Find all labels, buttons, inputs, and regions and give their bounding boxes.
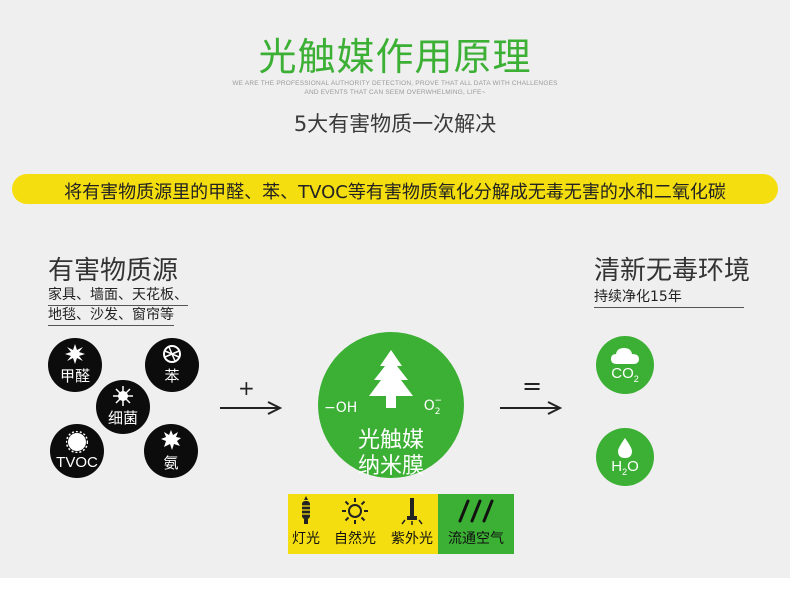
condition-label: 紫外光 <box>391 531 433 547</box>
substance-label: 氨 <box>163 454 179 472</box>
divider <box>594 307 744 308</box>
gear-icon <box>66 431 88 453</box>
english-subtitle-line1: WE ARE THE PROFESSIONAL AUTHORITY DETECT… <box>232 80 558 87</box>
harmful-source-desc-line1: 家具、墙面、天花板、 <box>48 286 188 306</box>
catalyst-line1: 光触媒 <box>357 428 424 453</box>
ball-icon <box>163 345 181 363</box>
substance-label: 苯 <box>164 367 180 385</box>
condition-label: 流通空气 <box>448 531 504 547</box>
superoxide-subscript: 2 <box>434 407 441 417</box>
condition-ultraviolet: 紫外光 <box>386 494 438 554</box>
germ-icon <box>113 386 133 406</box>
uv-lamp-icon <box>401 498 423 525</box>
superoxide-charge: − <box>434 396 442 406</box>
substance-ammonia: 氨 <box>144 424 198 478</box>
catalyst-circle: −OH O2− 光触媒 纳米膜 <box>318 332 464 479</box>
clean-environment-title: 清新无毒环境 <box>594 256 751 286</box>
equals-sign: = <box>522 372 543 400</box>
formula-main: CO <box>611 364 634 382</box>
arrow-right-icon <box>220 401 283 415</box>
clean-environment-desc: 持续净化15年 <box>594 289 682 305</box>
summary-banner-text: 将有害物质源里的甲醛、苯、TVOC等有害物质氧化分解成无毒无害的水和二氧化碳 <box>64 182 726 203</box>
sun-icon <box>342 498 368 524</box>
english-subtitle-line2: AND EVENTS THAT CAN SEEM OVERWHELMING, L… <box>304 89 486 96</box>
condition-label: 自然光 <box>334 531 376 547</box>
substance-formaldehyde: 甲醛 <box>48 338 102 392</box>
condition-sunlight: 自然光 <box>324 494 386 554</box>
substance-label: 甲醛 <box>59 367 90 385</box>
formula-tail: O <box>627 457 639 475</box>
superoxide-label: O2− <box>423 396 448 417</box>
droplet-icon <box>618 437 632 458</box>
product-formula: H2O <box>611 458 639 477</box>
harmful-source-desc-line2: 地毯、沙发、窗帘等 <box>48 306 174 326</box>
formula-main: H <box>611 457 623 475</box>
product-h2o: H2O <box>596 428 654 486</box>
arrow-right-icon <box>500 401 563 415</box>
condition-label: 灯光 <box>292 531 320 547</box>
english-subtitle: WE ARE THE PROFESSIONAL AUTHORITY DETECT… <box>195 79 595 97</box>
plus-sign: + <box>238 376 255 400</box>
harmful-source-desc: 家具、墙面、天花板、 地毯、沙发、窗帘等 <box>48 286 188 326</box>
substance-benzene: 苯 <box>145 338 199 392</box>
summary-banner: 将有害物质源里的甲醛、苯、TVOC等有害物质氧化分解成无毒无害的水和二氧化碳 <box>12 174 778 204</box>
substance-label: 细菌 <box>107 409 138 427</box>
formula-subscript: 2 <box>633 373 639 384</box>
bulb-icon <box>302 496 310 524</box>
footer-strip <box>0 578 790 599</box>
catalyst-line2: 纳米膜 <box>357 454 424 479</box>
substance-bacteria: 细菌 <box>96 380 150 434</box>
hydroxyl-label: −OH <box>324 400 358 416</box>
substance-label: TVOC <box>56 454 98 471</box>
condition-airflow: 流通空气 <box>438 494 514 554</box>
page-title: 光触媒作用原理 <box>258 35 532 79</box>
tree-icon <box>369 350 413 408</box>
conditions-panel: 灯光 自然光 紫外光 流通空气 <box>288 247 514 554</box>
product-formula: CO2 <box>611 365 639 384</box>
formula-subscript: 2 <box>622 466 628 477</box>
burst-icon <box>65 344 85 364</box>
harmful-source-title: 有害物质源 <box>48 256 179 286</box>
substance-tvoc: TVOC <box>50 424 104 478</box>
splat-icon <box>161 430 181 450</box>
airflow-icon <box>458 499 494 523</box>
cloud-icon <box>611 347 639 364</box>
product-co2: CO2 <box>596 336 654 394</box>
condition-lamp: 灯光 <box>288 494 324 554</box>
chinese-subtitle: 5大有害物质一次解决 <box>293 112 497 136</box>
superoxide-symbol: O <box>423 398 435 414</box>
